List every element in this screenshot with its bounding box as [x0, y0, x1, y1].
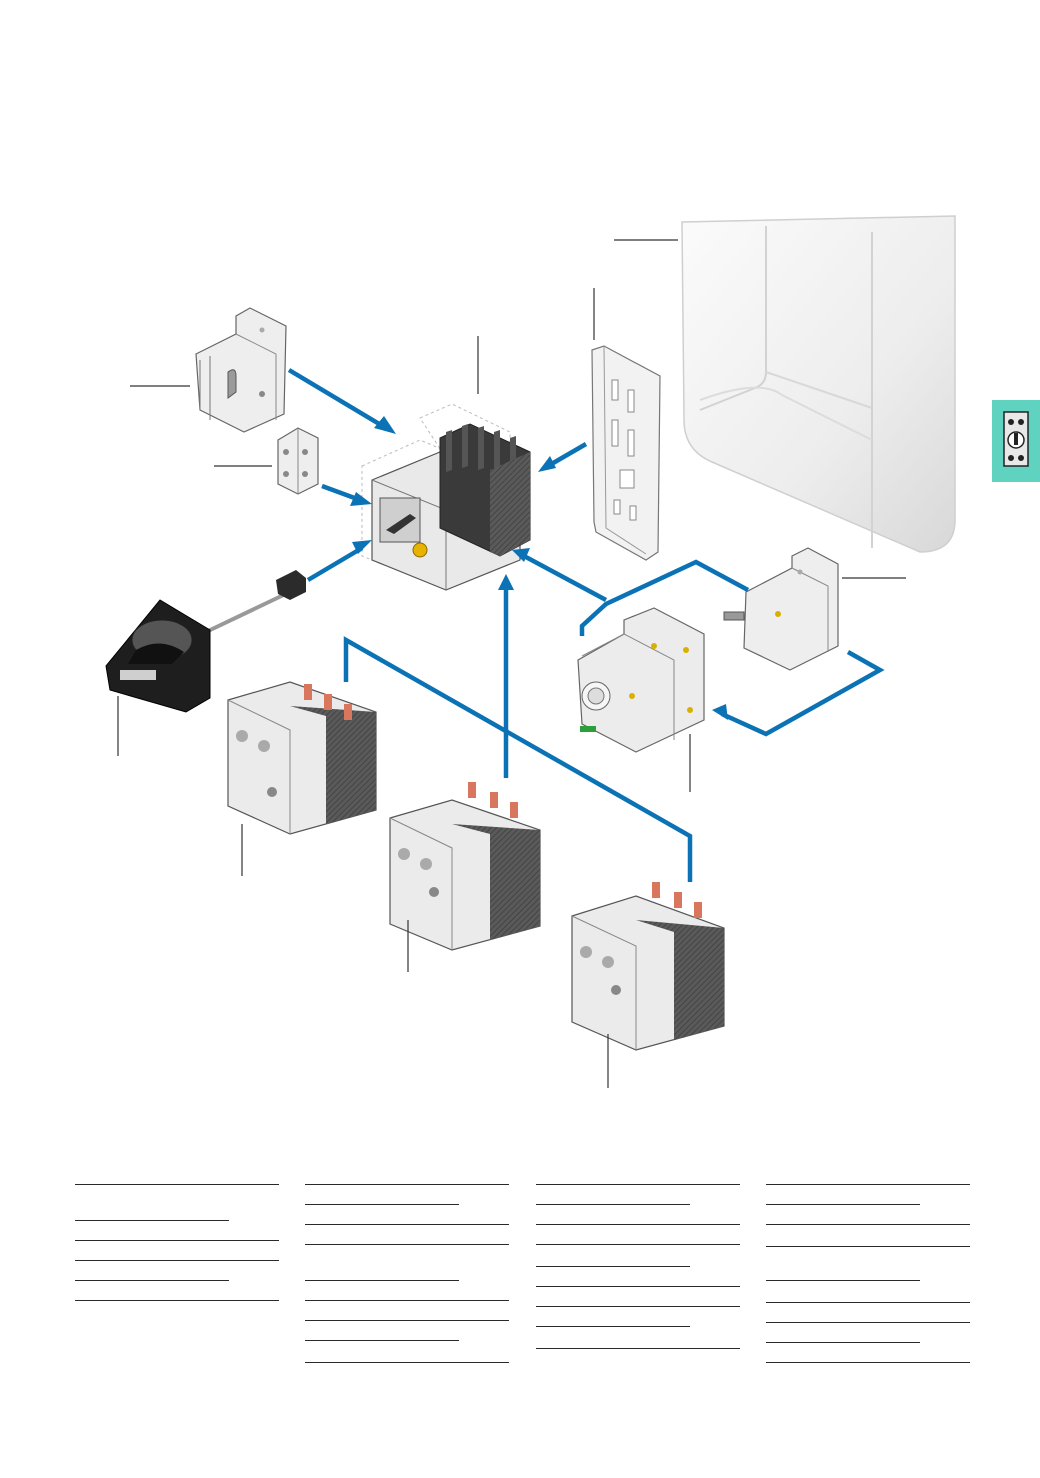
side-auxiliary-contact-icon — [723, 547, 839, 671]
text-rule — [305, 1320, 509, 1321]
caption-column-4 — [766, 1184, 970, 1374]
text-rule — [536, 1224, 740, 1225]
text-rule — [305, 1184, 509, 1185]
door-rotary-handle-icon — [105, 570, 306, 713]
motor-protection-breaker-icon — [361, 403, 531, 591]
section-side-tab — [992, 400, 1040, 482]
caption-column-2 — [305, 1184, 509, 1374]
text-rule — [75, 1280, 229, 1281]
contactor-icon — [389, 782, 541, 951]
mounting-plate-icon — [591, 345, 661, 561]
small-auxiliary-contact-icon — [277, 427, 319, 495]
arrow-right-to-breaker — [522, 554, 608, 602]
text-rule — [766, 1322, 970, 1323]
text-rule — [536, 1244, 740, 1245]
text-rule — [75, 1220, 229, 1221]
connector-side-aux — [579, 559, 750, 636]
arrow-plate-to-breaker — [546, 442, 588, 468]
text-rule — [766, 1342, 920, 1343]
text-rule — [766, 1224, 970, 1225]
text-rule — [305, 1300, 509, 1301]
connection-arrows — [287, 368, 885, 882]
text-rule — [536, 1266, 690, 1267]
arrow-heads — [350, 416, 728, 720]
text-rule — [536, 1348, 740, 1349]
caption-column-3 — [536, 1184, 740, 1354]
text-rule — [536, 1184, 740, 1185]
text-rule — [305, 1362, 509, 1363]
text-rule — [305, 1244, 509, 1245]
text-rule — [536, 1326, 690, 1327]
arrow-aux-to-breaker — [287, 368, 388, 430]
circuit-breaker-icon — [1003, 411, 1029, 467]
connector-undervoltage — [721, 650, 885, 737]
text-rule — [536, 1286, 740, 1287]
text-rule — [75, 1240, 279, 1241]
text-rule — [766, 1204, 920, 1205]
contactor-icon — [227, 681, 377, 835]
undervoltage-release-icon — [577, 607, 705, 753]
auxiliary-contact-block-icon — [195, 307, 287, 433]
text-rule — [305, 1340, 459, 1341]
text-rule — [766, 1362, 970, 1363]
enclosure-icon — [681, 215, 956, 553]
text-rule — [766, 1280, 920, 1281]
text-rule — [75, 1260, 279, 1261]
text-rule — [766, 1184, 970, 1185]
text-rule — [305, 1204, 459, 1205]
arrow-handle-to-breaker — [306, 546, 364, 582]
text-rule — [766, 1302, 970, 1303]
contactor-icon — [571, 882, 725, 1051]
text-rule — [75, 1184, 279, 1185]
text-rule — [766, 1246, 970, 1247]
text-rule — [536, 1306, 740, 1307]
caption-column-1 — [75, 1184, 279, 1314]
text-rule — [75, 1300, 279, 1301]
text-rule — [305, 1224, 509, 1225]
text-rule — [536, 1204, 690, 1205]
connector-contactors — [343, 636, 693, 882]
text-rule — [305, 1280, 459, 1281]
leader-lines — [117, 239, 906, 1088]
